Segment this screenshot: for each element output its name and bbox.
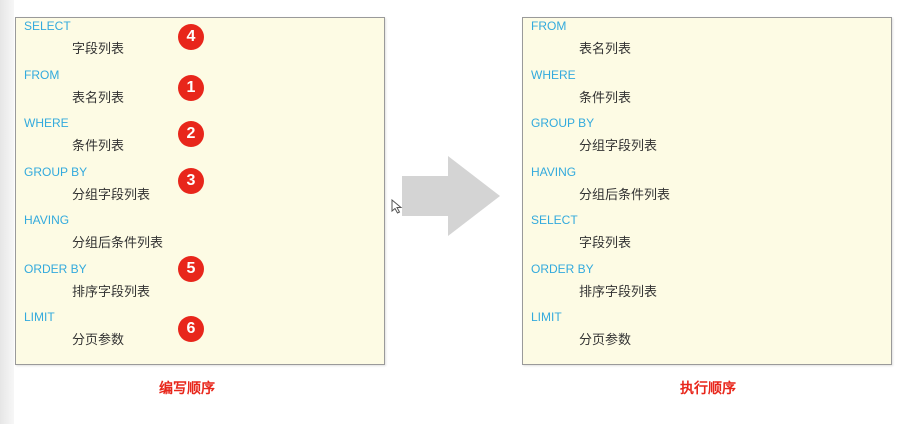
step-number-badge: 2	[178, 121, 204, 147]
step-number-badge: 1	[178, 75, 204, 101]
sql-keyword: HAVING	[531, 164, 577, 179]
execution-order-caption: 执行顺序	[680, 381, 736, 397]
sql-keyword: HAVING	[24, 213, 70, 227]
sql-clause-item: 分组字段列表	[579, 139, 658, 154]
sql-keyword: GROUP BY	[531, 116, 595, 130]
sql-keyword: SELECT	[24, 19, 71, 33]
step-number-badge: 6	[178, 316, 204, 342]
sql-keyword: WHERE	[531, 67, 576, 82]
sql-clause-item: 条件列表	[579, 90, 632, 106]
sql-keyword: ORDER BY	[24, 261, 87, 276]
sql-keyword: WHERE	[24, 116, 69, 130]
sql-keyword: FROM	[531, 19, 567, 33]
sql-keyword: LIMIT	[531, 310, 562, 324]
sql-keyword: SELECT	[531, 213, 578, 227]
sql-clause-item: 表名列表	[72, 90, 125, 106]
left-edge-strip	[0, 0, 14, 424]
sql-keyword: GROUP BY	[24, 164, 88, 179]
step-number-badge: 3	[178, 168, 204, 194]
step-number-badge: 5	[178, 256, 204, 282]
step-number-badge: 4	[178, 24, 204, 50]
sql-keyword: ORDER BY	[531, 261, 594, 276]
sql-clause-item: 排序字段列表	[579, 284, 658, 300]
sql-clause-item: 字段列表	[72, 42, 125, 57]
sql-clause-item: 分组字段列表	[72, 187, 151, 203]
sql-clause-item: 字段列表	[579, 236, 632, 251]
sql-clause-item: 分页参数	[579, 333, 632, 348]
right-arrow-icon	[402, 156, 500, 236]
sql-clause-item: 分组后条件列表	[579, 187, 671, 203]
sql-clause-item: 表名列表	[579, 42, 632, 57]
sql-clause-item: 排序字段列表	[72, 284, 151, 300]
sql-clause-item: 分组后条件列表	[72, 236, 164, 251]
sql-keyword: LIMIT	[24, 310, 55, 324]
sql-keyword: FROM	[24, 67, 60, 82]
written-order-caption: 编写顺序	[159, 381, 215, 397]
sql-clause-item: 条件列表	[72, 139, 125, 154]
mouse-pointer-icon	[391, 199, 403, 214]
sql-clause-item: 分页参数	[72, 333, 125, 348]
